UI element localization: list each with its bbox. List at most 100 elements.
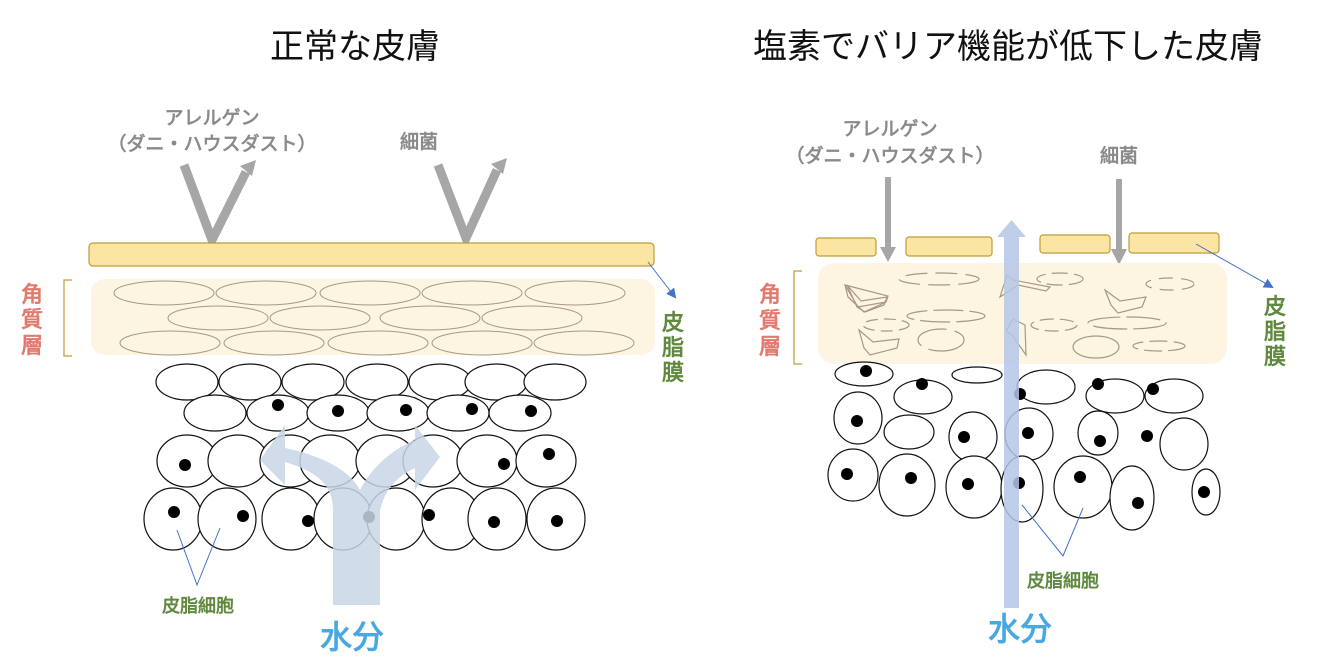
broken-sebum-film xyxy=(815,232,1220,257)
sebaceous-cell xyxy=(1159,417,1209,471)
cell-nucleus xyxy=(841,468,853,480)
cell-nucleus xyxy=(272,399,284,411)
svg-text:質: 質 xyxy=(759,309,781,334)
cell-nucleus xyxy=(168,506,180,518)
cell-nucleus xyxy=(962,478,974,490)
cell-nucleus xyxy=(1147,383,1159,395)
corneocyte xyxy=(319,280,421,306)
bacteria-reflect-arrow xyxy=(433,158,507,250)
bacteria-label: 細菌 xyxy=(400,130,438,153)
cells-pointer-lines xyxy=(176,527,221,587)
cell-nucleus xyxy=(1094,435,1106,447)
corneocyte xyxy=(215,280,317,306)
sebaceous-cell xyxy=(1077,410,1119,456)
bacteria-penetrate-arrow xyxy=(1111,179,1127,265)
corneocyte xyxy=(431,330,533,356)
sebaceous-cells-label: 皮脂細胞 xyxy=(162,595,234,617)
normal-skin-panel: 正常な皮膚 アレルゲン （ダニ・ハウスダスト） 細菌 角 質 層 皮 脂 膜 xyxy=(21,27,684,656)
stratum-corneum xyxy=(91,279,655,355)
svg-text:層: 層 xyxy=(21,334,43,359)
cell-nucleus xyxy=(860,365,872,377)
allergen-label: アレルゲン xyxy=(164,107,259,129)
cell-nucleus xyxy=(179,459,191,471)
sebaceous-cell xyxy=(945,455,1003,519)
cell-nucleus xyxy=(1022,427,1034,439)
cell-nucleus xyxy=(1141,430,1153,442)
cell-nucleus xyxy=(400,404,412,416)
water-escape-arrow xyxy=(997,220,1026,608)
svg-text:膜: 膜 xyxy=(662,361,684,386)
sebaceous-cells-label: 皮脂細胞 xyxy=(1027,570,1099,592)
cell-nucleus xyxy=(423,509,435,521)
corneocyte-layer xyxy=(113,280,635,356)
cell-nucleus xyxy=(237,510,249,522)
cell-nucleus xyxy=(851,415,863,427)
sebaceous-cell xyxy=(426,394,490,432)
sebaceous-cell xyxy=(143,487,203,551)
corneocyte xyxy=(533,330,635,356)
sebaceous-cells xyxy=(827,361,1221,531)
corneocyte xyxy=(113,280,215,306)
water-label: 水分 xyxy=(320,618,384,656)
allergen-sublabel: （ダニ・ハウスダスト） xyxy=(785,144,994,167)
cell-nucleus xyxy=(332,405,344,417)
sebaceous-cell xyxy=(488,394,552,432)
corneocyte xyxy=(223,330,325,356)
cells-pointer-lines xyxy=(1021,504,1084,557)
allergen-penetrate-arrow xyxy=(880,177,896,262)
corneocyte xyxy=(269,305,371,331)
sebaceous-cell xyxy=(218,363,282,401)
cell-nucleus xyxy=(488,516,500,528)
cell-nucleus xyxy=(905,472,917,484)
sebum-pointer-line xyxy=(647,261,677,299)
sebaceous-cell xyxy=(207,434,269,488)
sebaceous-cell xyxy=(883,414,935,450)
sebaceous-cell xyxy=(948,411,998,463)
corneocyte xyxy=(421,280,523,306)
svg-text:質: 質 xyxy=(21,308,43,333)
stratum-label: 角 質 層 xyxy=(21,282,43,359)
svg-text:角: 角 xyxy=(21,282,43,308)
allergen-sublabel: （ダニ・ハウスダスト） xyxy=(107,132,316,155)
sebaceous-cell xyxy=(366,394,430,432)
sebaceous-cell xyxy=(281,363,345,401)
sebaceous-cell xyxy=(197,487,257,551)
cell-nucleus xyxy=(525,405,537,417)
corneocyte xyxy=(524,280,626,306)
sebum-film-label: 皮 脂 膜 xyxy=(1264,294,1286,370)
cell-nucleus xyxy=(1132,497,1144,509)
sebaceous-cell xyxy=(523,363,587,401)
sebaceous-cell xyxy=(827,448,879,502)
cell-nucleus xyxy=(466,403,478,415)
bacteria-label: 細菌 xyxy=(1100,144,1138,167)
sebaceous-cell xyxy=(515,434,577,488)
sebaceous-cell xyxy=(155,363,219,401)
corneocyte xyxy=(167,305,269,331)
svg-text:脂: 脂 xyxy=(1264,319,1286,345)
stratum-corneum xyxy=(818,263,1227,364)
corneocyte xyxy=(481,305,583,331)
cell-nucleus xyxy=(1198,486,1210,498)
allergen-reflect-arrow xyxy=(179,160,256,252)
water-retention-arrow xyxy=(260,425,440,605)
svg-text:膜: 膜 xyxy=(1264,345,1286,370)
sebaceous-cells xyxy=(143,363,587,551)
sebaceous-cell xyxy=(1144,378,1204,414)
normal-skin-title: 正常な皮膚 xyxy=(270,27,440,67)
svg-text:層: 層 xyxy=(759,335,781,360)
sebaceous-cell xyxy=(1016,369,1076,405)
sebaceous-cell xyxy=(878,453,936,517)
cell-nucleus xyxy=(302,515,314,527)
cell-nucleus xyxy=(1092,378,1104,390)
damaged-skin-panel: 塩素でバリア機能が低下した皮膚 アレルゲン （ダニ・ハウスダスト） 細菌 xyxy=(753,27,1286,648)
allergen-label: アレルゲン xyxy=(842,118,937,140)
cell-nucleus xyxy=(1074,471,1086,483)
sebum-film xyxy=(88,242,655,267)
sebaceous-cell xyxy=(951,366,1003,384)
svg-text:角: 角 xyxy=(759,282,781,308)
sebum-pointer-line xyxy=(1195,243,1274,288)
sebaceous-cell xyxy=(1109,465,1155,531)
sebum-film-label: 皮 脂 膜 xyxy=(662,310,684,386)
svg-text:皮: 皮 xyxy=(662,310,684,336)
stratum-bracket xyxy=(793,270,802,365)
